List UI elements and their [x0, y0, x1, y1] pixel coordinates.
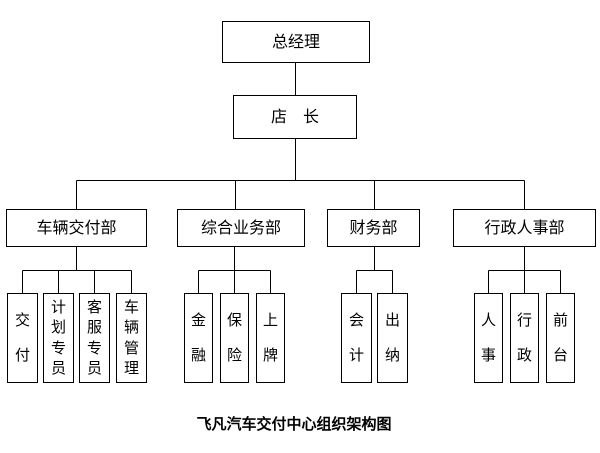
- leaf-admin: 行政: [510, 293, 539, 383]
- dept-admin-hr: 行政人事部: [453, 209, 596, 247]
- leaf-customer-service-specialist: 客服专员: [79, 293, 110, 383]
- dept-finance: 财务部: [327, 209, 420, 247]
- leaf-hr: 人事: [474, 293, 503, 383]
- dept-vehicle-delivery: 车辆交付部: [6, 209, 147, 247]
- box-general-manager: 总经理: [222, 21, 370, 63]
- leaf-insurance: 保险: [220, 293, 249, 383]
- leaf-accounting: 会计: [341, 293, 372, 383]
- box-store-manager: 店 长: [233, 95, 357, 139]
- leaf-auto-finance: 金融: [184, 293, 213, 383]
- leaf-delivery: 交付: [7, 293, 38, 383]
- leaf-planning-specialist: 计划专员: [43, 293, 74, 383]
- diagram-caption: 飞凡汽车交付中心组织架构图: [196, 415, 392, 433]
- leaf-front-desk: 前台: [546, 293, 575, 383]
- dept-general-business: 综合业务部: [177, 209, 305, 247]
- leaf-vehicle-management: 车辆管理: [116, 293, 147, 383]
- leaf-cashier: 出纳: [377, 293, 408, 383]
- leaf-plate-registration: 上牌: [256, 293, 285, 383]
